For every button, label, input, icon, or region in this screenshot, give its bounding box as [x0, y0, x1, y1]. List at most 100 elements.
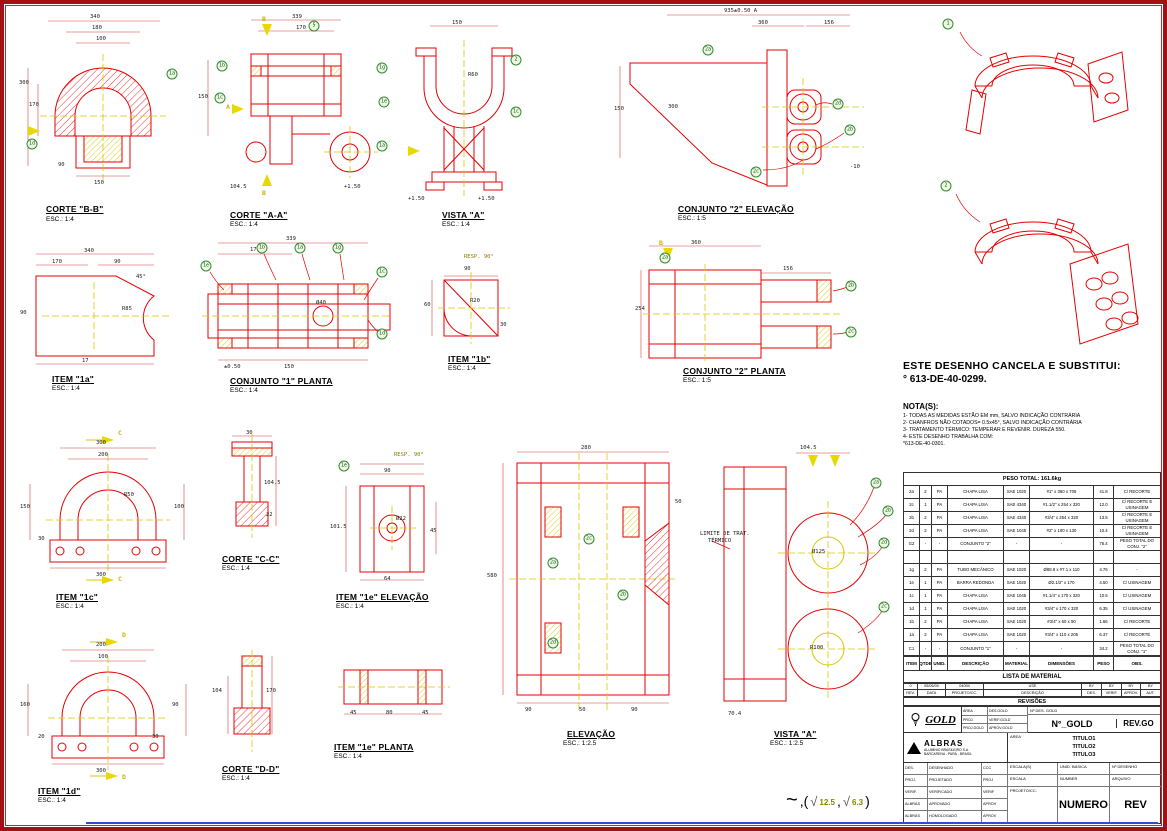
table-cell: AUT.	[1141, 690, 1160, 697]
dimension-label: 339	[286, 236, 296, 242]
escala-label: ESCALA	[1008, 775, 1058, 787]
view-title: CONJUNTO "2" PLANTA	[683, 366, 786, 376]
view-scale: ESC.: 1:4	[46, 216, 74, 223]
table-cell: 6.37	[1094, 629, 1114, 642]
dimension-label: 100	[96, 36, 106, 42]
table-cell: 2	[920, 616, 932, 629]
table-cell: APROV.	[1122, 690, 1141, 697]
gold-logo: GOLD	[904, 707, 962, 732]
rev-label: REV	[1110, 787, 1162, 823]
table-cell: DESENHADO	[928, 763, 982, 775]
dimension-label: 90	[172, 702, 179, 708]
item-balloon-2d: 2d	[832, 98, 844, 110]
item-balloon-2c: 2c	[583, 533, 595, 545]
note-line: 2- CHANFROS NÃO COTADOS= 0.5x45°, SALVO …	[903, 420, 1082, 426]
table-cell: VERIF	[982, 787, 1008, 799]
table-cell: 1	[920, 577, 932, 590]
table-cell: C/ USINAGEM	[1114, 590, 1160, 603]
dimension-label: B	[659, 239, 663, 247]
item-1c-drawing	[29, 436, 185, 584]
item-balloon-1a: 1a	[294, 242, 306, 254]
view-item-1e-elevacao: ITEM "1e" ELEVAÇÃO ESC.: 1:4 RESP. 90°90…	[330, 452, 458, 620]
table-cell: CONJUNTO "2"	[948, 538, 1004, 551]
view-scale: ESC.: 1:4	[336, 603, 364, 610]
material-list-title: LISTA DE MATERIAL	[903, 671, 1161, 684]
dimension-label: A	[226, 103, 230, 111]
note-line: 4- ESTE DESENHO TRABALHA COM:	[903, 434, 994, 440]
dimension-label: 45	[350, 710, 357, 716]
bottom-blue-line	[86, 822, 1158, 824]
dimension-label: 200	[98, 452, 108, 458]
table-cell: PA	[932, 616, 948, 629]
table-cell: C/ RECORTE	[1114, 486, 1160, 499]
dimension-label: 90	[20, 310, 27, 316]
dimension-label: 300	[96, 572, 106, 578]
roughness-value-2: 6.3	[852, 798, 864, 807]
table-cell: CHAPA LISA	[948, 616, 1004, 629]
surface-finish-note: ~ ,( √ 12.5 , √ 6.3 )	[786, 790, 870, 810]
dimension-label: 22	[266, 512, 273, 518]
table-cell: 2c	[904, 499, 920, 512]
table-cell: C/ USINAGEM	[1114, 577, 1160, 590]
item-balloon-2b: 2b	[882, 505, 894, 517]
view-scale: ESC.: 1:4	[334, 753, 362, 760]
area-label: AREA	[1010, 734, 1021, 739]
dimension-label: 300	[668, 104, 678, 110]
table-cell: DATA	[918, 690, 946, 697]
item-balloon-1b: 1b	[216, 60, 228, 72]
table-cell	[1030, 551, 1094, 564]
table-cell: C/ RECORTE E USINAGEM	[1114, 499, 1160, 512]
view-scale: ESC.: 1:4	[56, 603, 84, 610]
titulo-2: TITULO2	[1072, 744, 1096, 750]
item-balloon-2c: 2c	[878, 601, 890, 613]
view-scale: ESC.: 1:4	[38, 797, 66, 804]
view-scale: ESC.: 1:4	[448, 365, 476, 372]
table-cell: VERIF.	[1102, 690, 1122, 697]
table-cell: -	[1030, 538, 1094, 551]
table-cell: MATERIAL	[1004, 657, 1030, 670]
table-cell: BARRA REDONDA	[948, 577, 1004, 590]
table-cell: APROV	[982, 799, 1008, 811]
roughness-check-icon: √	[842, 794, 850, 809]
item-balloon-1d: 1d	[26, 138, 38, 150]
view-title: CONJUNTO "1" PLANTA	[230, 376, 333, 386]
table-cell: CHAPA LISA	[948, 629, 1004, 642]
table-cell: -	[920, 538, 932, 551]
table-cell: DES.GOLD	[988, 707, 1028, 716]
item-balloon-2d: 2d	[878, 537, 890, 549]
table-cell: C/ RECORTE E USINAGEM	[1114, 525, 1160, 538]
albras-subtitle2: BARCARENA - PARÁ - BRASIL	[924, 752, 972, 756]
dimension-label: 200	[96, 642, 106, 648]
dimension-label: ±0.50	[224, 364, 241, 370]
table-cell: PA	[932, 512, 948, 525]
table-cell: VERIFICADO	[928, 787, 982, 799]
table-cell: 1e	[904, 577, 920, 590]
table-cell: CHAPA LISA	[948, 499, 1004, 512]
table-cell: PA	[932, 629, 948, 642]
dimension-label: Ø40	[316, 300, 326, 306]
table-cell: C/ RECORTE	[1114, 616, 1160, 629]
table-cell	[948, 551, 1004, 564]
peso-total: PESO TOTAL: 161.6kg	[903, 472, 1161, 485]
table-cell: SAE 1020	[1004, 616, 1030, 629]
item-balloon-2a: 2a	[870, 477, 882, 489]
dimension-label: 935±0.50 A	[724, 8, 758, 14]
table-cell: -	[1030, 642, 1094, 655]
item-balloon-1g: 1g	[376, 62, 388, 74]
table-cell: DESCRIÇÃO	[984, 690, 1082, 697]
item-balloon-1g: 1g	[332, 242, 344, 254]
vista-a-large-drawing	[711, 452, 887, 702]
table-cell: #3/4" x 170 x 320	[1030, 603, 1094, 616]
table-cell: PROJ.GOLD	[962, 724, 988, 733]
dimension-label: 170	[296, 25, 306, 31]
dimension-label: 100	[98, 654, 108, 660]
